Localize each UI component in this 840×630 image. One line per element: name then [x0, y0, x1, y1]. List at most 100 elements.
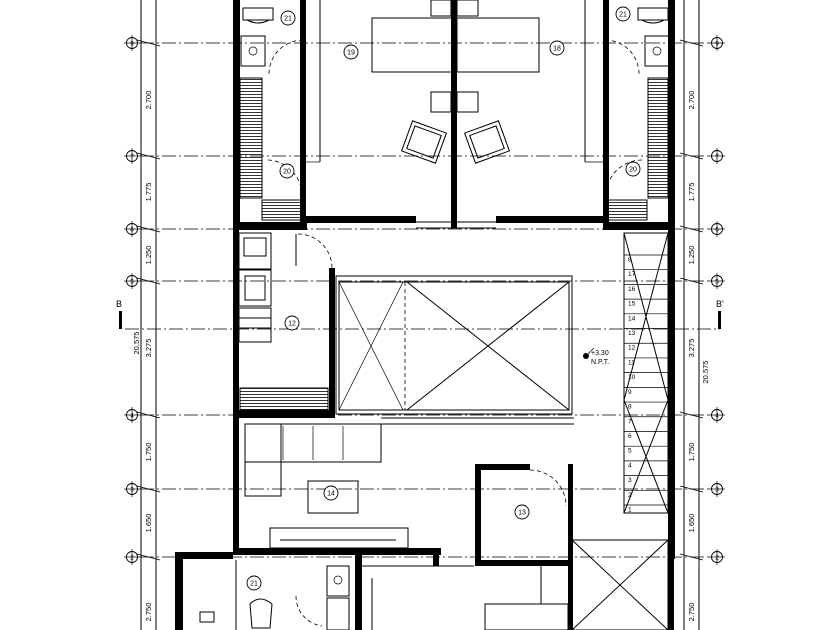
level-label: N.P.T.: [591, 359, 609, 366]
right-dimension-segment: 1.650: [687, 514, 696, 533]
axis-label: 3: [715, 486, 719, 493]
room-tag-label: 18: [553, 46, 561, 53]
axis-label: 9: [130, 40, 134, 47]
left-dimension-segment: 1.250: [144, 246, 153, 265]
axis-label: 7: [715, 153, 719, 160]
room-tag-label: 19: [347, 50, 355, 57]
stair-step-number: 4: [628, 462, 632, 469]
room-tag-label: 21: [250, 581, 258, 588]
room-tag-19: 19: [343, 44, 359, 60]
level-annotation: +3.30 N.P.T.: [583, 347, 609, 366]
axis-bubble-left-4: 4: [124, 407, 140, 423]
axis-bubble-right-2: 2: [709, 549, 725, 565]
stair-step-number: 13: [628, 330, 636, 337]
axis-label: 5: [130, 278, 134, 285]
room-tag-21-top-left: 21: [280, 10, 296, 26]
axis-bubble-right-6: 6: [709, 221, 725, 237]
stair-step-number: 16: [628, 286, 636, 293]
right-dimension-segment: 1.250: [687, 246, 696, 265]
room-tag-20-right: 20: [625, 161, 641, 177]
stair-step-number: 11: [628, 359, 635, 366]
room-tag-label: 21: [284, 16, 292, 23]
kitchen-fixtures: [238, 232, 333, 343]
left-dimension-segment: 2.700: [144, 91, 153, 110]
right-dimension-segment: 2.750: [687, 603, 696, 622]
axis-label: 3: [130, 486, 134, 493]
room-tag-label: 21: [619, 12, 627, 19]
axis-bubble-right-4: 4: [709, 407, 725, 423]
left-dimension-segment: 1.775: [144, 183, 153, 202]
dimension-labels: 2.700 1.775 1.250 3.275 1.750 1.650 2.750 2.700…: [132, 39, 710, 622]
axis-bubble-left-7: 7: [124, 148, 140, 164]
bedroom-furniture: [306, 0, 603, 164]
axis-label: 4: [130, 412, 134, 419]
axis-label: 6: [130, 226, 134, 233]
axis-label: 6: [715, 226, 719, 233]
room-13-fixtures: [529, 469, 567, 507]
axis-label: 9: [715, 40, 719, 47]
left-dimension-segment: 3.275: [144, 339, 153, 358]
axis-bubbles: 9 7 6 5 4 3 2 9 7 6 5 4 3 2: [124, 35, 725, 565]
room-tag-12: 12: [284, 315, 300, 331]
axis-bubble-left-6: 6: [124, 221, 140, 237]
stair-step-number: 10: [628, 374, 636, 381]
room-tag-21-top-right: 21: [615, 6, 631, 22]
stair-step-number: 14: [628, 315, 636, 322]
stair-step-number: 7: [628, 418, 632, 425]
stair-step-number: 15: [628, 301, 636, 308]
stair-step-number: 2: [628, 492, 632, 499]
axis-bubble-right-7: 7: [709, 148, 725, 164]
room-tag-13: 13: [514, 504, 530, 520]
section-mark-right-label: B': [716, 299, 724, 309]
room-tag-20-left: 20: [279, 163, 295, 179]
stair-step-number: 6: [628, 433, 632, 440]
right-dimension-segment: 2.700: [687, 91, 696, 110]
bottom-rooms: [199, 539, 669, 630]
walls: [175, 0, 675, 630]
right-dimension-segment: 1.750: [687, 443, 696, 462]
room-tag-18: 18: [549, 40, 565, 56]
axis-bubble-left-9: 9: [124, 35, 140, 51]
stair-step-number: 9: [628, 389, 632, 396]
room-tag-label: 20: [283, 169, 291, 176]
axis-label: 2: [715, 554, 719, 561]
axis-bubble-left-5: 5: [124, 273, 140, 289]
axis-label: 2: [130, 554, 134, 561]
section-mark-left-label: B: [116, 299, 122, 309]
left-dimension-segment: 1.650: [144, 514, 153, 533]
section-marker-right: B': [716, 299, 724, 329]
left-dimension-total: 20.575: [132, 332, 141, 355]
stair-run: [623, 232, 669, 514]
top-bathroom-fixtures: [240, 7, 670, 195]
stair-step-number: 5: [628, 448, 632, 455]
stair-step-number: 17: [628, 271, 636, 278]
axis-bubble-right-9: 9: [709, 35, 725, 51]
living-area: [240, 417, 574, 551]
axis-bubble-right-3: 3: [709, 481, 725, 497]
right-dimension-segment: 3.275: [687, 339, 696, 358]
axis-bubble-right-5: 5: [709, 273, 725, 289]
right-dimension-segment: 1.775: [687, 183, 696, 202]
right-dimension-total: 20.575: [701, 361, 710, 384]
axis-bubble-left-2: 2: [124, 549, 140, 565]
stair-step-number: 1: [628, 507, 632, 514]
room-tag-label: 12: [288, 321, 296, 328]
stair-step-number: 8: [628, 404, 632, 411]
room-tag-21-bottom: 21: [246, 575, 262, 591]
stair-step-number: 8: [628, 257, 632, 264]
left-dimension-segment: 1.750: [144, 443, 153, 462]
dimension-frame: [140, 0, 700, 630]
level-value: +3.30: [591, 350, 609, 357]
hatched-cabinets: [239, 77, 669, 411]
axis-bubble-left-3: 3: [124, 481, 140, 497]
stair-step-number: 3: [628, 477, 632, 484]
axis-label: 4: [715, 412, 719, 419]
room-tag-label: 14: [327, 491, 335, 498]
left-dimension-segment: 2.750: [144, 603, 153, 622]
room-tag-label: 13: [518, 510, 526, 517]
axis-label: 7: [130, 153, 134, 160]
